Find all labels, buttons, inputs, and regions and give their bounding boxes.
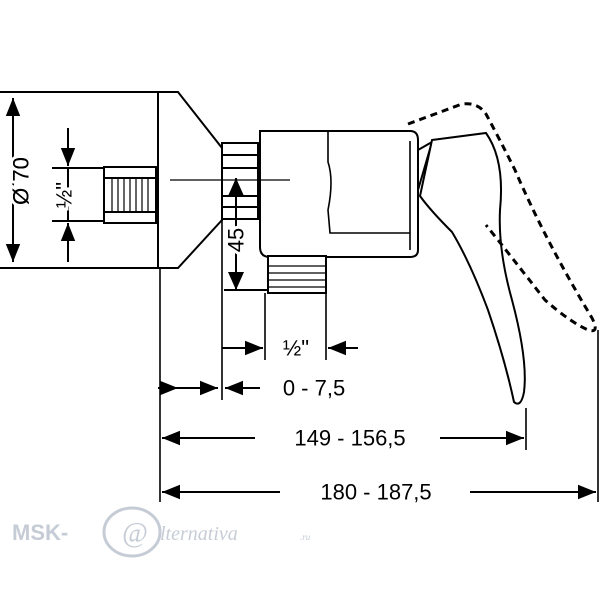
outlet-thread-label: ½"	[283, 336, 309, 361]
length-inner-label: 149 - 156,5	[294, 426, 405, 451]
watermark-logo: MSK- @ lternativa .ru	[12, 506, 311, 558]
offset-label: 0 - 7,5	[283, 376, 345, 401]
connector-nut	[221, 142, 259, 220]
extension-lines	[159, 220, 599, 502]
length-outer-label: 180 - 187,5	[320, 480, 431, 505]
watermark-tld: .ru	[300, 532, 311, 542]
diameter-label-fg: Ø 70	[9, 157, 34, 205]
diameter-label: Ø 70	[9, 157, 34, 205]
watermark-at-ring	[102, 506, 162, 558]
inlet-nipple	[103, 166, 157, 224]
watermark-prefix: MSK-	[12, 520, 68, 545]
outlet-nipple	[267, 255, 327, 294]
lever-alternate-position	[407, 102, 597, 333]
height-45-arrow-up	[228, 178, 244, 196]
lever-handle	[417, 131, 526, 405]
height-45-label: 45	[224, 228, 249, 252]
watermark-at: @	[122, 518, 148, 549]
inlet-thread-label: ½"	[52, 182, 77, 208]
mixer-body	[259, 130, 419, 258]
diameter-dimension	[0, 91, 160, 269]
height-45-arrow-down	[228, 272, 244, 290]
watermark-suffix: lternativa	[160, 523, 238, 545]
